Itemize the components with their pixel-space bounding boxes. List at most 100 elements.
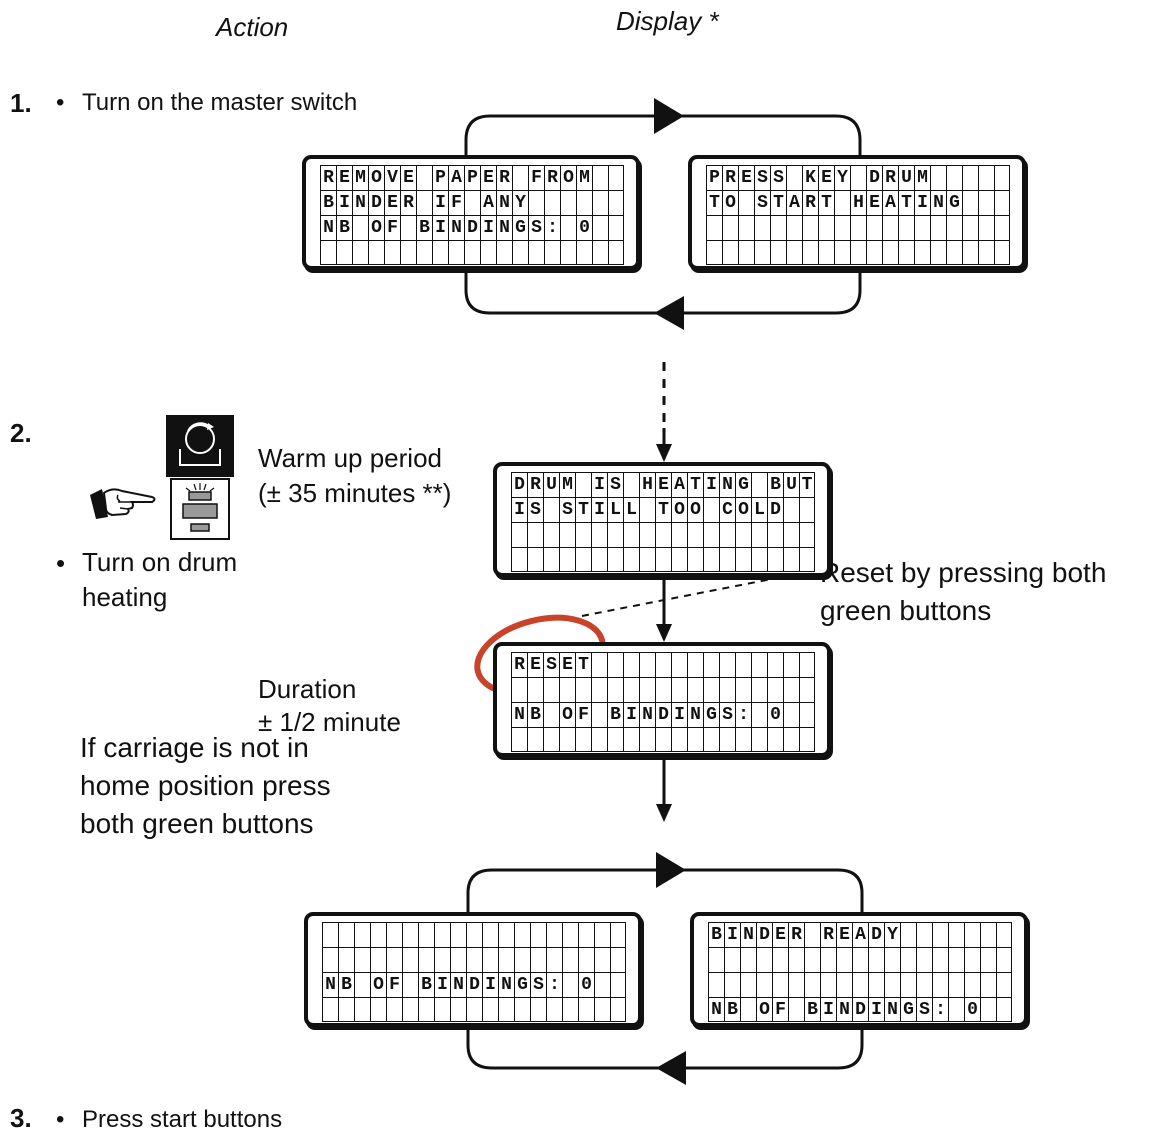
lcd-cell: I (432, 215, 448, 240)
lcd-cell (608, 240, 624, 265)
lcd-cell (751, 702, 767, 727)
lcd-cell: 0 (767, 702, 783, 727)
lcd-cell: T (818, 190, 834, 215)
lcd-cell (482, 997, 498, 1022)
lcd-cell (386, 997, 402, 1022)
lcd-cell (610, 997, 626, 1022)
lcd-cell (978, 240, 994, 265)
lcd-cell (852, 972, 868, 997)
lcd-cell: Y (512, 190, 528, 215)
lcd-cell (512, 165, 528, 190)
lcd-cell (386, 947, 402, 972)
lcd-cell (578, 947, 594, 972)
lcd-cell: S (754, 190, 770, 215)
lcd-cell (788, 972, 804, 997)
lcd-row (708, 947, 1012, 972)
lcd-cell: C (719, 497, 735, 522)
lcd-cell (466, 947, 482, 972)
lcd-cell: H (639, 472, 655, 497)
lcd-cell (964, 947, 980, 972)
lcd-cell (514, 947, 530, 972)
lcd-cell: N (496, 190, 512, 215)
lcd-cell (687, 727, 703, 752)
lcd-cell (562, 947, 578, 972)
lcd-cell (719, 547, 735, 572)
lcd-cell: G (703, 702, 719, 727)
lcd-cell: U (783, 472, 799, 497)
lcd-cell: E (866, 190, 882, 215)
lcd-cell (402, 947, 418, 972)
lcd-cell: P (432, 165, 448, 190)
lcd-cell: O (722, 190, 738, 215)
lcd-cell (770, 215, 786, 240)
lcd-cell (546, 997, 562, 1022)
drum-heating-key-icon (166, 415, 234, 477)
lcd-cell (898, 215, 914, 240)
lcd-row (320, 240, 624, 265)
lcd-cell (354, 997, 370, 1022)
lcd-cell (655, 652, 671, 677)
lcd-cell: S (916, 997, 932, 1022)
lcd-cell: R (496, 165, 512, 190)
lcd-cell: E (527, 652, 543, 677)
lcd-cell: D (368, 190, 384, 215)
lcd-cell (751, 472, 767, 497)
lcd-cell (610, 922, 626, 947)
lcd-cell: N (511, 702, 527, 727)
lcd-cell (756, 947, 772, 972)
lcd-cell (560, 190, 576, 215)
lcd-cell: B (804, 997, 820, 1022)
lcd-cell (402, 922, 418, 947)
lcd-cell: S (530, 972, 546, 997)
lcd-cell (639, 522, 655, 547)
lcd-cell (820, 972, 836, 997)
lcd-cell (788, 947, 804, 972)
lcd-cell: O (735, 497, 751, 522)
lcd-cell (562, 922, 578, 947)
lcd-cell: U (898, 165, 914, 190)
lcd-cell (370, 922, 386, 947)
lcd-cell (868, 947, 884, 972)
lcd-cell (866, 215, 882, 240)
lcd-cell (708, 947, 724, 972)
lcd-cell (964, 972, 980, 997)
lcd-cell: S (527, 497, 543, 522)
lcd-cell (900, 947, 916, 972)
lcd-cell (400, 240, 416, 265)
lcd-cell (996, 922, 1012, 947)
lcd-cell: I (868, 997, 884, 1022)
lcd-cell (610, 947, 626, 972)
carriage-note-line1: If carriage is not in (80, 732, 309, 763)
lcd-cell (530, 947, 546, 972)
lcd-cell (544, 240, 560, 265)
lcd-cell (527, 727, 543, 752)
lcd-cell (512, 240, 528, 265)
lcd-cell: T (687, 472, 703, 497)
lcd-cell (703, 522, 719, 547)
lcd-cell: B (418, 972, 434, 997)
display-column-header: Display * (616, 6, 719, 36)
lcd-cell (464, 240, 480, 265)
lcd-cell (671, 727, 687, 752)
lcd-cell (719, 727, 735, 752)
lcd-cell (354, 972, 370, 997)
lcd-cell (799, 497, 815, 522)
lcd-cell (418, 997, 434, 1022)
lcd-cell: T (770, 190, 786, 215)
lcd-cell: B (724, 997, 740, 1022)
lcd-cell (338, 922, 354, 947)
lcd-cell (914, 240, 930, 265)
lcd-cell (994, 190, 1010, 215)
lcd-cell: B (607, 702, 623, 727)
lcd-cell (804, 922, 820, 947)
lcd-cell (980, 922, 996, 947)
lcd-cell: M (559, 472, 575, 497)
lcd-cell (655, 522, 671, 547)
lcd-cell (450, 922, 466, 947)
